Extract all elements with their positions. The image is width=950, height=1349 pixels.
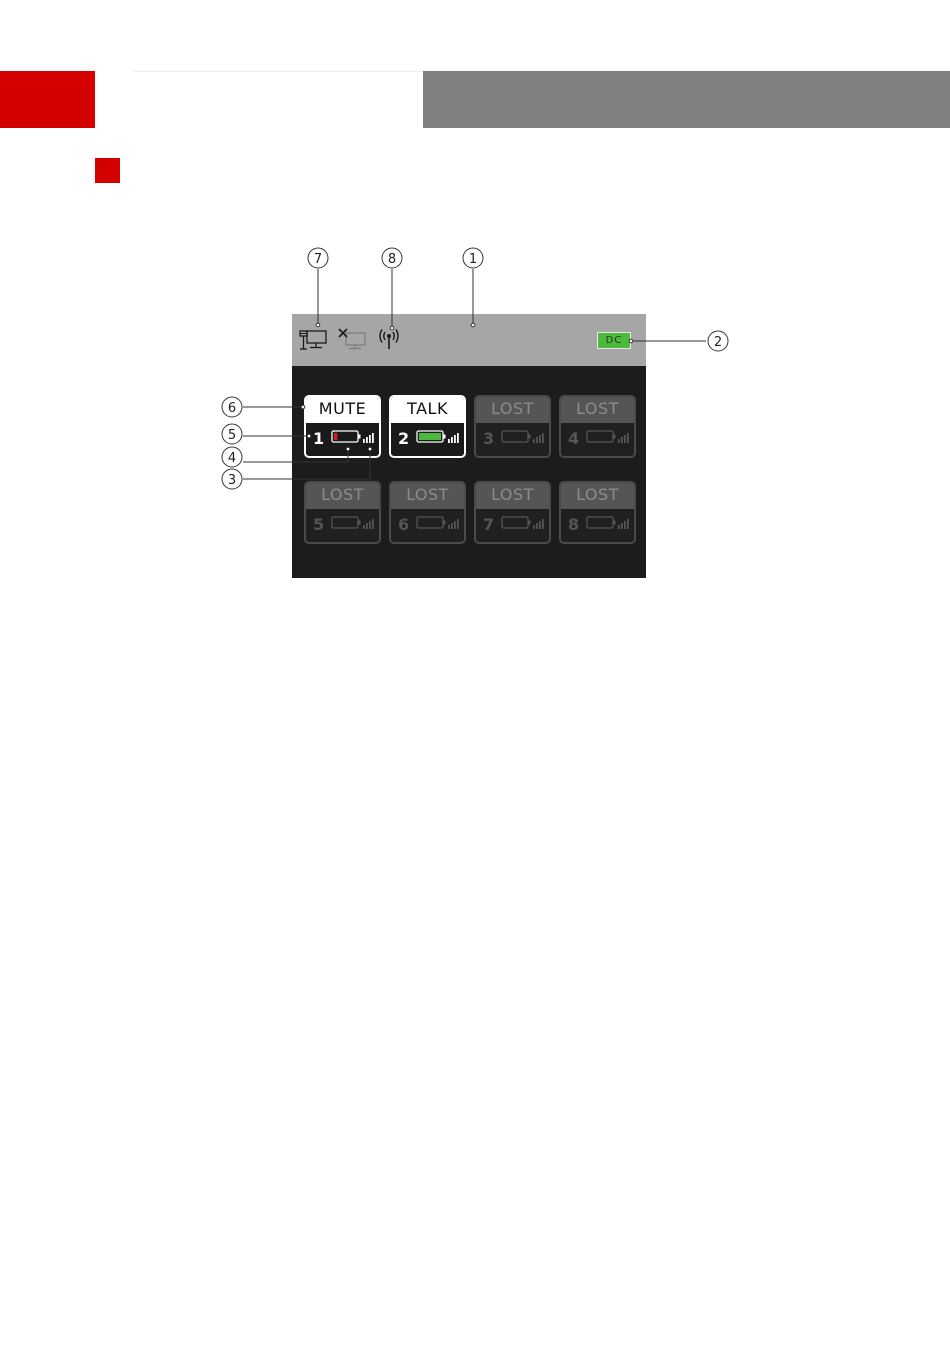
header-red-block <box>0 71 95 128</box>
battery-signal-group <box>331 515 379 531</box>
tile-status-label: LOST <box>559 395 636 423</box>
signal-strength-icon <box>533 519 544 529</box>
tile-status-label: LOST <box>559 481 636 509</box>
callout-5-label: 5 <box>228 428 236 443</box>
status-bar: DC <box>292 314 646 366</box>
battery-signal-group <box>501 515 549 531</box>
header-divider <box>133 71 423 72</box>
tile-status-label: TALK <box>389 395 466 423</box>
battery-icon <box>587 431 616 442</box>
tile-status-label: LOST <box>304 481 381 509</box>
power-source-badge: DC <box>597 332 631 349</box>
beltpack-tile: LOST 7 <box>474 481 551 544</box>
signal-strength-icon <box>448 519 459 529</box>
tile-number: 1 <box>313 426 324 452</box>
callout-4-circle <box>222 447 242 467</box>
tile-number: 5 <box>313 512 324 538</box>
beltpack-tile: LOST 4 <box>559 395 636 458</box>
callout-7-label: 7 <box>314 252 322 267</box>
battery-signal-group <box>501 429 549 445</box>
battery-icon <box>502 517 531 528</box>
tile-number: 7 <box>483 512 494 538</box>
callout-7-circle <box>308 248 328 268</box>
tile-number: 4 <box>568 426 579 452</box>
tile-number: 8 <box>568 512 579 538</box>
tile-status-label: MUTE <box>304 395 381 423</box>
callout-3-label: 3 <box>228 473 236 488</box>
header-gray-bar <box>423 71 950 128</box>
tile-number: 6 <box>398 512 409 538</box>
battery-level-fill <box>419 433 441 440</box>
callout-2-circle <box>708 331 728 351</box>
callout-8-circle <box>382 248 402 268</box>
battery-icon <box>332 517 361 528</box>
beltpack-tile: MUTE 1 <box>304 395 381 458</box>
section-marker <box>95 158 120 183</box>
battery-icon <box>417 517 446 528</box>
signal-strength-icon <box>618 519 629 529</box>
battery-icon <box>417 431 446 442</box>
network-disconnected-icon <box>338 328 368 352</box>
signal-strength-icon <box>618 433 629 443</box>
battery-signal-group <box>416 515 464 531</box>
beltpack-tile: LOST 5 <box>304 481 381 544</box>
callout-2-label: 2 <box>714 335 722 350</box>
tile-status-label: LOST <box>474 481 551 509</box>
battery-signal-group <box>586 429 634 445</box>
tile-number: 2 <box>398 426 409 452</box>
callout-1-label: 1 <box>469 252 477 267</box>
wireless-antenna-icon <box>378 327 400 351</box>
battery-level-fill <box>334 433 337 440</box>
signal-strength-icon <box>363 519 374 529</box>
battery-icon <box>332 431 361 442</box>
battery-signal-group <box>331 429 379 445</box>
signal-strength-icon <box>448 433 459 443</box>
beltpack-tile: LOST 3 <box>474 395 551 458</box>
network-connected-icon <box>299 328 329 352</box>
signal-strength-icon <box>363 433 374 443</box>
callout-6-label: 6 <box>228 401 236 416</box>
tile-status-label: LOST <box>474 395 551 423</box>
callout-6-circle <box>222 397 242 417</box>
battery-icon <box>502 431 531 442</box>
battery-signal-group <box>586 515 634 531</box>
callout-1-circle <box>463 248 483 268</box>
signal-strength-icon <box>533 433 544 443</box>
beltpack-tile: TALK 2 <box>389 395 466 458</box>
callout-3-circle <box>222 469 242 489</box>
tile-status-label: LOST <box>389 481 466 509</box>
callout-8-label: 8 <box>388 252 396 267</box>
battery-signal-group <box>416 429 464 445</box>
beltpack-tile: LOST 8 <box>559 481 636 544</box>
callout-5-circle <box>222 424 242 444</box>
beltpack-tile: LOST 6 <box>389 481 466 544</box>
callout-4-label: 4 <box>228 451 236 466</box>
tile-number: 3 <box>483 426 494 452</box>
battery-icon <box>587 517 616 528</box>
